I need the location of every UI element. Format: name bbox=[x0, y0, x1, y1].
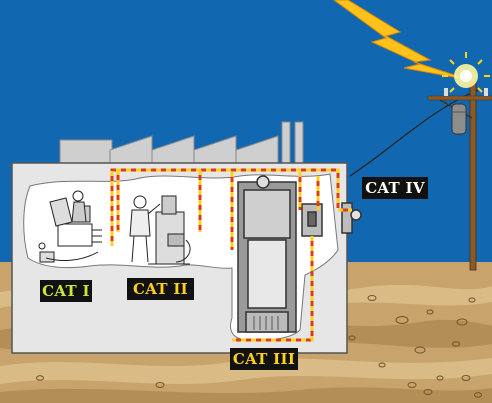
cat-i-label: CAT I bbox=[40, 280, 92, 302]
factory-roof bbox=[59, 121, 304, 167]
cat-ii-label: CAT II bbox=[127, 278, 194, 300]
computer-workstation-illustration bbox=[38, 190, 102, 263]
transformer bbox=[451, 103, 467, 135]
electrical-wiring bbox=[110, 168, 352, 342]
breaker-box bbox=[301, 203, 323, 237]
lightning-bolt bbox=[333, 0, 490, 93]
service-panel bbox=[237, 175, 297, 333]
electric-meter bbox=[341, 202, 362, 234]
technician-illustration bbox=[129, 195, 191, 265]
cat-iii-label: CAT III bbox=[230, 348, 298, 370]
cat-iv-label: CAT IV bbox=[362, 177, 428, 199]
